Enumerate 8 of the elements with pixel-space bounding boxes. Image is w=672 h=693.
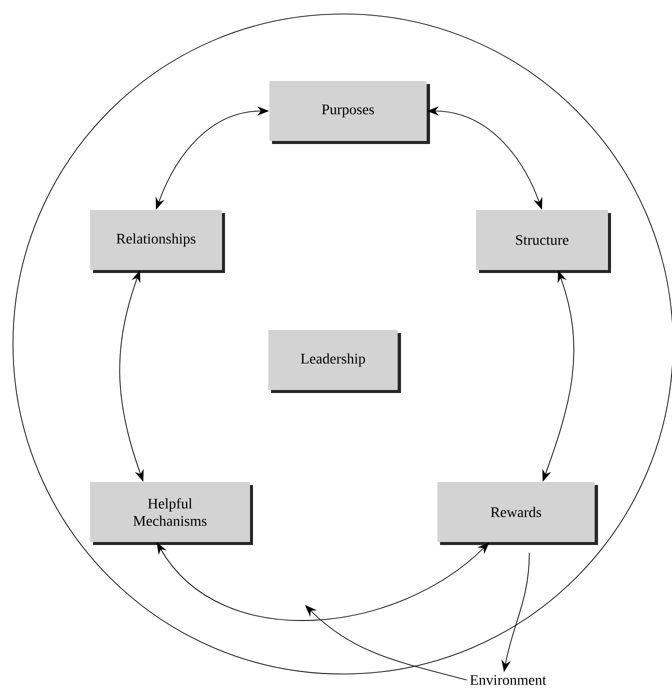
- concept-box: Purposes: [269, 81, 430, 144]
- concept-box: Relationships: [90, 210, 225, 273]
- concept-box: Structure: [476, 210, 611, 273]
- arrow: [305, 605, 468, 680]
- concept-box: Leadership: [268, 330, 401, 393]
- environment-label: Environment: [470, 675, 546, 685]
- concept-box: Helpful Mechanisms: [90, 482, 253, 545]
- concept-box: Rewards: [437, 482, 598, 545]
